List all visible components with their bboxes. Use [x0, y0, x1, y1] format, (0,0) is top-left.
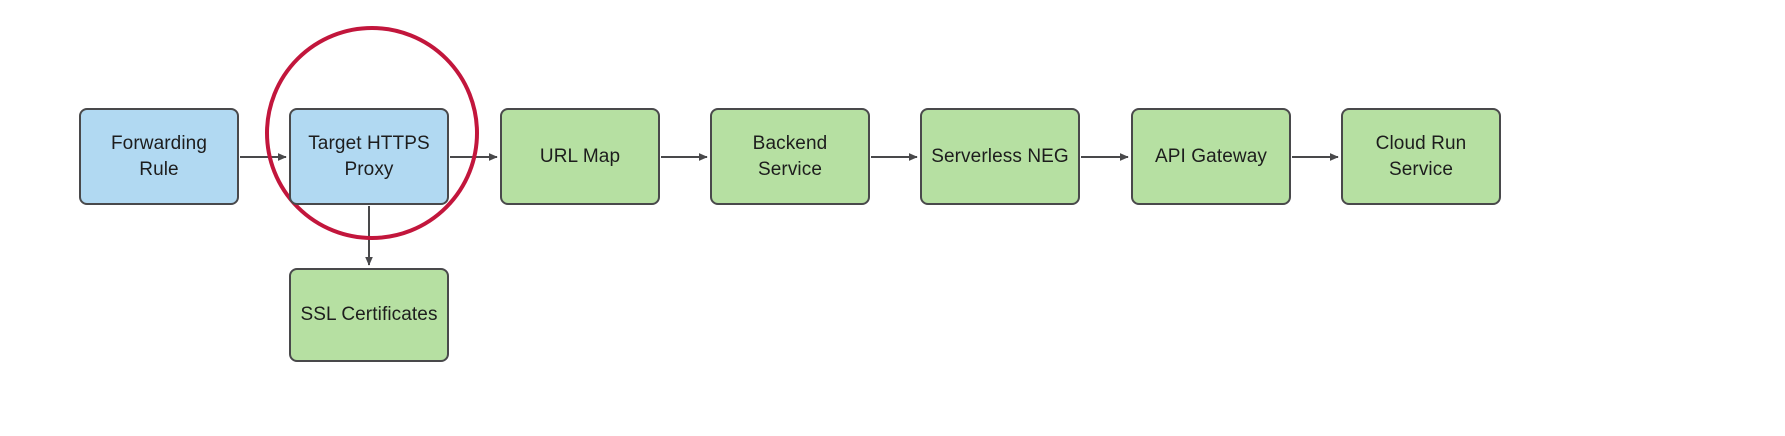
node-api-gateway[interactable]: API Gateway: [1131, 108, 1291, 205]
node-api-gateway-label: API Gateway: [1155, 145, 1267, 167]
node-ssl-certificates-label: SSL Certificates: [300, 304, 438, 326]
highlight-circle-annotation: [265, 26, 479, 240]
node-serverless-neg[interactable]: Serverless NEG: [920, 108, 1080, 205]
node-target-https-proxy-label: Target HTTPS Proxy: [308, 132, 430, 180]
node-url-map-label: URL Map: [539, 145, 621, 167]
node-serverless-neg-label: Serverless NEG: [931, 145, 1069, 167]
node-ssl-certificates[interactable]: SSL Certificates: [289, 268, 449, 362]
node-cloud-run-service-label: Cloud Run Service: [1375, 132, 1467, 180]
node-backend-service-label: Backend Service: [752, 132, 828, 180]
node-forwarding-rule-label: Forwarding Rule: [110, 132, 208, 180]
node-forwarding-rule[interactable]: Forwarding Rule: [79, 108, 239, 205]
node-target-https-proxy[interactable]: Target HTTPS Proxy: [289, 108, 449, 205]
node-backend-service[interactable]: Backend Service: [710, 108, 870, 205]
node-cloud-run-service[interactable]: Cloud Run Service: [1341, 108, 1501, 205]
node-url-map[interactable]: URL Map: [500, 108, 660, 205]
